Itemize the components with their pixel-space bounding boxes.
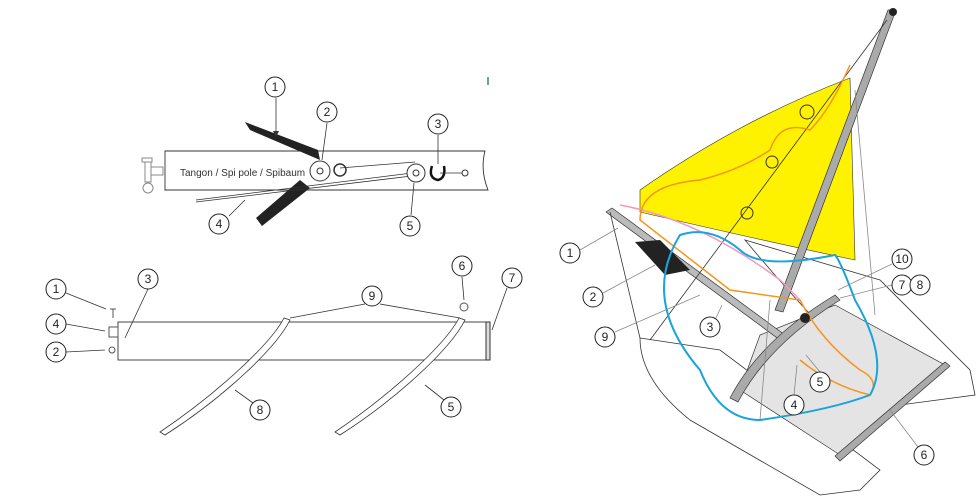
svg-text:6: 6 bbox=[921, 448, 928, 462]
svg-text:10: 10 bbox=[895, 252, 909, 266]
pole-end-fitting-icon bbox=[141, 157, 164, 194]
fitting-2-icon bbox=[108, 346, 116, 354]
blue-line bbox=[663, 231, 879, 422]
callout-4: 4 bbox=[208, 213, 230, 235]
svg-text:1: 1 bbox=[567, 246, 574, 260]
end-cap bbox=[485, 321, 491, 361]
spi-bag bbox=[635, 240, 690, 275]
svg-text:2: 2 bbox=[53, 345, 60, 359]
svg-text:8: 8 bbox=[257, 403, 264, 417]
rear-beam bbox=[834, 361, 951, 462]
pole-end-diagram: 1 3 4 2 9 6 7 8 5 bbox=[45, 255, 523, 436]
svg-text:1: 1 bbox=[272, 80, 279, 94]
svg-text:6: 6 bbox=[459, 259, 466, 273]
callout-4: 4 bbox=[783, 394, 805, 416]
callout-1: 1 bbox=[45, 278, 67, 300]
callout-2: 2 bbox=[582, 286, 604, 308]
svg-text:5: 5 bbox=[448, 400, 455, 414]
callout-7: 7 bbox=[501, 267, 523, 289]
callout-7: 7 bbox=[891, 274, 913, 296]
fitting-4-icon bbox=[108, 326, 119, 338]
svg-text:3: 3 bbox=[435, 117, 442, 131]
shackle-icon bbox=[333, 163, 347, 177]
callout-5: 5 bbox=[809, 371, 831, 393]
eye-6-icon bbox=[459, 302, 469, 312]
callout-1: 1 bbox=[264, 76, 286, 98]
svg-text:4: 4 bbox=[216, 217, 223, 231]
callout-3: 3 bbox=[427, 113, 449, 135]
svg-text:4: 4 bbox=[53, 317, 60, 331]
mast-head-icon bbox=[889, 8, 897, 16]
strap-upper bbox=[245, 122, 320, 160]
svg-text:4: 4 bbox=[791, 398, 798, 412]
svg-text:9: 9 bbox=[369, 289, 376, 303]
spi-pole-diagram: Tangon / Spi pole / Spibaum 1 2 3 4 5 bbox=[141, 76, 489, 237]
svg-text:1: 1 bbox=[53, 282, 60, 296]
pole-tube bbox=[117, 321, 487, 361]
callout-6: 6 bbox=[451, 255, 473, 277]
svg-text:5: 5 bbox=[817, 375, 824, 389]
artifact-mark bbox=[487, 77, 489, 85]
callout-3: 3 bbox=[137, 268, 159, 290]
svg-text:3: 3 bbox=[145, 272, 152, 286]
cleat-icon bbox=[800, 313, 810, 323]
svg-text:8: 8 bbox=[917, 278, 924, 292]
pole-title: Tangon / Spi pole / Spibaum bbox=[180, 168, 305, 179]
svg-text:2: 2 bbox=[324, 105, 331, 119]
svg-text:3: 3 bbox=[707, 320, 714, 334]
callout-2: 2 bbox=[45, 341, 67, 363]
svg-text:7: 7 bbox=[899, 278, 906, 292]
strap-lower bbox=[256, 180, 310, 226]
callout-5: 5 bbox=[440, 396, 462, 418]
callout-2: 2 bbox=[316, 101, 338, 123]
callout-1: 1 bbox=[559, 242, 581, 264]
catamaran-diagram: 1 2 9 3 10 7 8 5 4 6 bbox=[559, 8, 976, 496]
screw-1-icon bbox=[110, 308, 116, 318]
callout-9: 9 bbox=[361, 285, 383, 307]
callout-10: 10 bbox=[891, 248, 913, 270]
svg-text:9: 9 bbox=[602, 330, 609, 344]
callout-4: 4 bbox=[45, 313, 67, 335]
block-2-icon bbox=[309, 160, 331, 182]
line-4 bbox=[195, 171, 421, 201]
svg-text:2: 2 bbox=[590, 290, 597, 304]
sail bbox=[639, 77, 856, 261]
line-8 bbox=[159, 317, 291, 436]
svg-text:7: 7 bbox=[509, 271, 516, 285]
callout-5: 5 bbox=[399, 215, 421, 237]
callout-6: 6 bbox=[913, 444, 935, 466]
callout-3: 3 bbox=[699, 316, 721, 338]
svg-text:5: 5 bbox=[407, 219, 414, 233]
callout-8: 8 bbox=[909, 274, 931, 296]
front-beam bbox=[729, 294, 841, 403]
block-5-icon bbox=[406, 163, 426, 183]
callout-9: 9 bbox=[594, 326, 616, 348]
shackle-3-icon bbox=[429, 165, 446, 182]
line-5 bbox=[334, 317, 466, 436]
callout-8: 8 bbox=[249, 399, 271, 421]
